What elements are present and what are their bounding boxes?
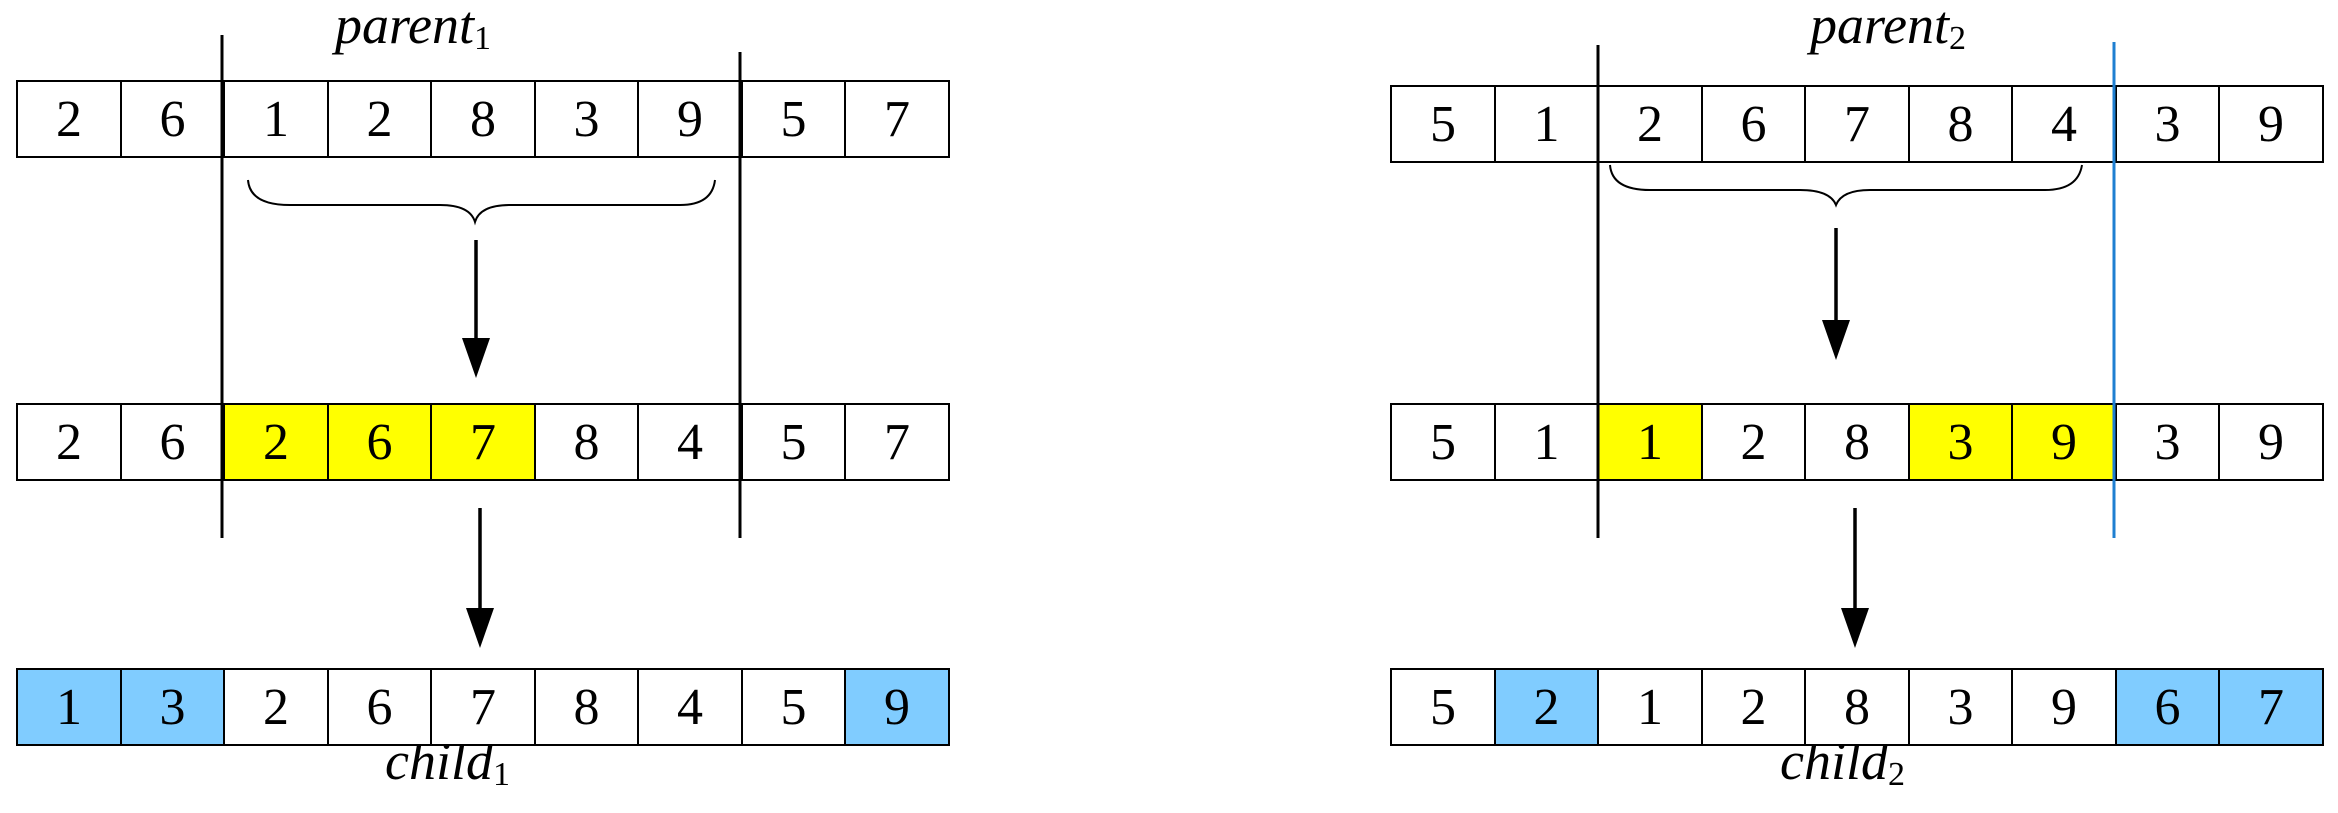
right-parent-row-cell: 6 — [1700, 85, 1807, 163]
left-middle-row-cell: 8 — [533, 403, 640, 481]
left-child-row-cell: 3 — [119, 668, 226, 746]
right-parent-row-cell: 3 — [2114, 85, 2221, 163]
left-child-row-cell: 4 — [637, 668, 743, 746]
left-parent-label: parent1 — [335, 0, 491, 58]
right-child-sub: 2 — [1887, 756, 1905, 793]
right-parent-row-cell: 2 — [1597, 85, 1703, 163]
right-child-row-cell: 6 — [2114, 668, 2221, 746]
left-parent-row-cell: 1 — [223, 80, 329, 158]
left-parent-sub: 1 — [473, 20, 491, 57]
left-middle-row-cell: 4 — [637, 403, 743, 481]
right-middle-row-cell: 3 — [1907, 403, 2014, 481]
left-parent-row-cell: 3 — [533, 80, 640, 158]
left-parent-row-cell: 5 — [740, 80, 847, 158]
right-parent-name: parent — [1810, 0, 1949, 55]
right-child-row-cell: 9 — [2011, 668, 2117, 746]
left-brace — [247, 179, 716, 226]
left-child-row-cell: 2 — [223, 668, 329, 746]
right-child-row-cell: 2 — [1493, 668, 1600, 746]
left-parent-name: parent — [335, 0, 474, 55]
right-middle-row-cell: 8 — [1804, 403, 1910, 481]
right-parent-row-cell: 4 — [2011, 85, 2117, 163]
right-child-row-cell: 3 — [1907, 668, 2014, 746]
left-middle-row-cell: 2 — [16, 403, 122, 481]
left-middle-row-cell: 6 — [119, 403, 226, 481]
right-parent-sub: 2 — [1948, 20, 1966, 57]
right-middle-row-cell: 1 — [1493, 403, 1600, 481]
left-child-row-cell: 6 — [326, 668, 433, 746]
left-parent-row-cell: 2 — [326, 80, 433, 158]
left-parent-row-cell: 9 — [637, 80, 743, 158]
right-middle-row-cell: 9 — [2011, 403, 2117, 481]
right-brace — [1609, 164, 2083, 208]
right-child-row-cell: 5 — [1390, 668, 1496, 746]
left-parent-row-cell: 2 — [16, 80, 122, 158]
left-middle-row-cell: 7 — [844, 403, 950, 481]
left-child-row-cell: 7 — [430, 668, 536, 746]
left-middle-row-cell: 6 — [326, 403, 433, 481]
right-middle-row-cell: 5 — [1390, 403, 1496, 481]
left-child-row-cell: 5 — [740, 668, 847, 746]
right-parent-row-cell: 7 — [1804, 85, 1910, 163]
right-parent-label: parent2 — [1810, 0, 1966, 58]
right-parent-row-cell: 8 — [1907, 85, 2014, 163]
left-middle-row-cell: 5 — [740, 403, 847, 481]
right-child-row-cell: 7 — [2218, 668, 2324, 746]
right-middle-row-cell: 9 — [2218, 403, 2324, 481]
left-middle-row-cell: 2 — [223, 403, 329, 481]
right-middle-row-cell: 1 — [1597, 403, 1703, 481]
right-arrow-1-head — [1822, 320, 1850, 360]
right-child-row-cell: 2 — [1700, 668, 1807, 746]
left-parent-row-cell: 7 — [844, 80, 950, 158]
right-parent-row-cell: 1 — [1493, 85, 1600, 163]
left-parent-row-cell: 6 — [119, 80, 226, 158]
right-arrow-2-head — [1841, 608, 1869, 648]
right-child-row-cell: 1 — [1597, 668, 1703, 746]
right-middle-row-cell: 3 — [2114, 403, 2221, 481]
left-arrow-1-head — [462, 338, 490, 378]
right-parent-row-cell: 9 — [2218, 85, 2324, 163]
left-child-row-cell: 9 — [844, 668, 950, 746]
left-parent-row-cell: 8 — [430, 80, 536, 158]
left-arrow-2-head — [466, 608, 494, 648]
right-child-row-cell: 8 — [1804, 668, 1910, 746]
right-middle-row-cell: 2 — [1700, 403, 1807, 481]
left-child-row-cell: 1 — [16, 668, 122, 746]
left-middle-row-cell: 7 — [430, 403, 536, 481]
left-child-row-cell: 8 — [533, 668, 640, 746]
right-parent-row-cell: 5 — [1390, 85, 1496, 163]
left-child-sub: 1 — [492, 756, 510, 793]
